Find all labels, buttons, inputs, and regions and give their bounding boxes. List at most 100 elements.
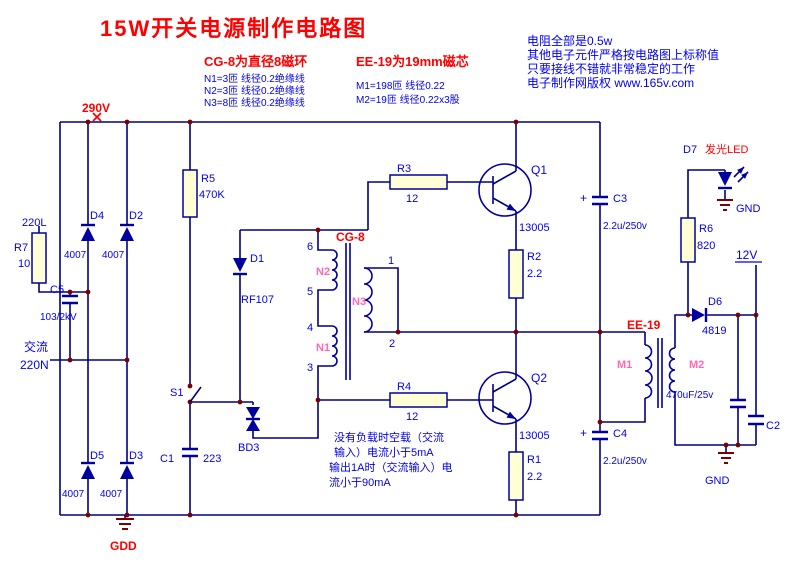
junction-dot: [85, 512, 91, 518]
label-q2-ref: Q2: [531, 371, 547, 385]
label-r7-val: 10: [18, 258, 30, 270]
label-r1-ref: R1: [527, 454, 541, 466]
wires: [38, 121, 757, 519]
junction-dot: [85, 119, 91, 125]
junction-dot: [187, 119, 193, 125]
junction-dot: [753, 312, 759, 318]
transformer-cg8: [331, 243, 373, 380]
junction-dot: [67, 289, 73, 295]
junction-dot: [124, 512, 130, 518]
page-title: 15W开关电源制作电路图: [100, 16, 367, 41]
diac-bd3: [246, 407, 260, 431]
label-c5-val: 103/2kV: [40, 312, 77, 323]
label-12v: 12V: [736, 248, 757, 262]
capacitor-c5: [62, 294, 78, 305]
junction-dot: [735, 312, 741, 318]
cg8-core: [345, 243, 351, 380]
load-note-line-1: 没有负载时空载（交流: [334, 430, 444, 444]
label-d7-ref: D7: [683, 144, 697, 156]
label-pin-4: 4: [307, 322, 313, 334]
ground-symbol-led: [717, 199, 733, 211]
label-winding-m1: M1: [617, 359, 632, 371]
label-c4-ref: C4: [613, 428, 627, 440]
label-r5-val: 470K: [199, 189, 225, 201]
junction-dots: [67, 119, 759, 518]
label-ac: 交流: [24, 339, 48, 354]
label-d4-ref: D4: [90, 210, 104, 222]
capacitor-c4: [592, 430, 608, 441]
diode-d4: [81, 223, 95, 241]
plus-sign-c3: +: [580, 191, 587, 205]
label-r2-val: 2.2: [527, 268, 542, 280]
winding-n1-coil: [331, 325, 338, 367]
label-c3-ref: C3: [613, 193, 627, 205]
junction-dot: [187, 383, 193, 389]
junction-dot: [237, 399, 243, 405]
label-cout-val: 470uF/25v: [666, 390, 713, 401]
resistor-r1: [508, 451, 524, 501]
label-d6-ref: D6: [708, 296, 722, 308]
note-line-3: 只要接线不错就非常稳定的工作: [527, 61, 695, 76]
load-note-line-2: 输入）电流小于5mA: [334, 445, 434, 459]
capacitor-c3: [592, 195, 608, 206]
wire-output: [124, 169, 757, 519]
label-d3-val: 4007: [100, 489, 123, 500]
emitter-arrow: [506, 411, 516, 419]
label-d5-val: 4007: [62, 489, 85, 500]
label-r3-val: 12: [406, 193, 418, 205]
label-290v: 290V: [82, 101, 110, 115]
emitter-arrow: [506, 203, 516, 211]
label-gnd-output: GND: [705, 475, 730, 487]
label-r2-ref: R2: [527, 251, 541, 263]
winding-n2-coil: [331, 249, 338, 291]
diode-d6: [692, 308, 708, 322]
switch-s1: [189, 386, 202, 403]
label-ee19: EE-19: [627, 318, 661, 332]
wire-q2: [447, 332, 517, 515]
resistor-r4: [389, 392, 448, 408]
label-r6-val: 820: [697, 240, 715, 252]
ee19-m1-spec: M1=198匝 线径0.22: [356, 79, 445, 92]
junction-dot: [395, 329, 401, 335]
cg8-n3-spec: N3=8匝 线径0.2绝缘线: [204, 96, 305, 109]
transistor-q2: [478, 371, 532, 425]
label-pin-2: 2: [389, 338, 395, 350]
junction-dot: [513, 329, 519, 335]
label-d4-val: 4007: [64, 250, 87, 261]
label-c2-ref: C2: [766, 420, 780, 432]
label-s1-ref: S1: [170, 387, 183, 399]
diode-d1: [233, 258, 247, 276]
resistor-r7: [31, 232, 47, 284]
label-bd3-ref: BD3: [238, 442, 259, 454]
ee19-heading: EE-19为19mm磁芯: [356, 54, 469, 69]
label-c3-val: 2.2u/250v: [603, 221, 647, 232]
label-gdd: GDD: [110, 539, 137, 553]
resistor-r5: [182, 169, 198, 218]
label-r7-ref: R7: [14, 242, 28, 254]
led-d7: [718, 166, 749, 190]
label-winding-m2: M2: [689, 359, 704, 371]
label-cg8: CG-8: [336, 230, 365, 244]
transformer-ee19: [644, 338, 676, 408]
ground-symbol-gdd: [116, 518, 134, 530]
note-line-1: 电阻全部是0.5w: [527, 33, 613, 48]
cg8-n2-spec: N2=3匝 线径0.2绝缘线: [204, 84, 305, 97]
label-d2-ref: D2: [129, 210, 143, 222]
wire-trigger: [190, 230, 319, 439]
junction-dot: [597, 419, 603, 425]
label-c1-ref: C1: [160, 453, 174, 465]
junction-dot: [124, 119, 130, 125]
junction-dot: [124, 357, 130, 363]
label-r1-val: 2.2: [527, 471, 542, 483]
resistor-r2: [508, 249, 524, 299]
label-pin-5: 5: [307, 286, 313, 298]
capacitor-c2: [748, 414, 764, 426]
junction-dot: [315, 397, 321, 403]
label-pin-3: 3: [307, 362, 313, 374]
cg8-n1-spec: N1=3匝 线径0.2绝缘线: [204, 72, 305, 85]
led-arrowhead: [737, 167, 744, 174]
note-line-4: 电子制作网版权 www.165v.com: [527, 76, 694, 90]
label-r5-ref: R5: [201, 173, 215, 185]
diode-d5: [81, 461, 95, 479]
